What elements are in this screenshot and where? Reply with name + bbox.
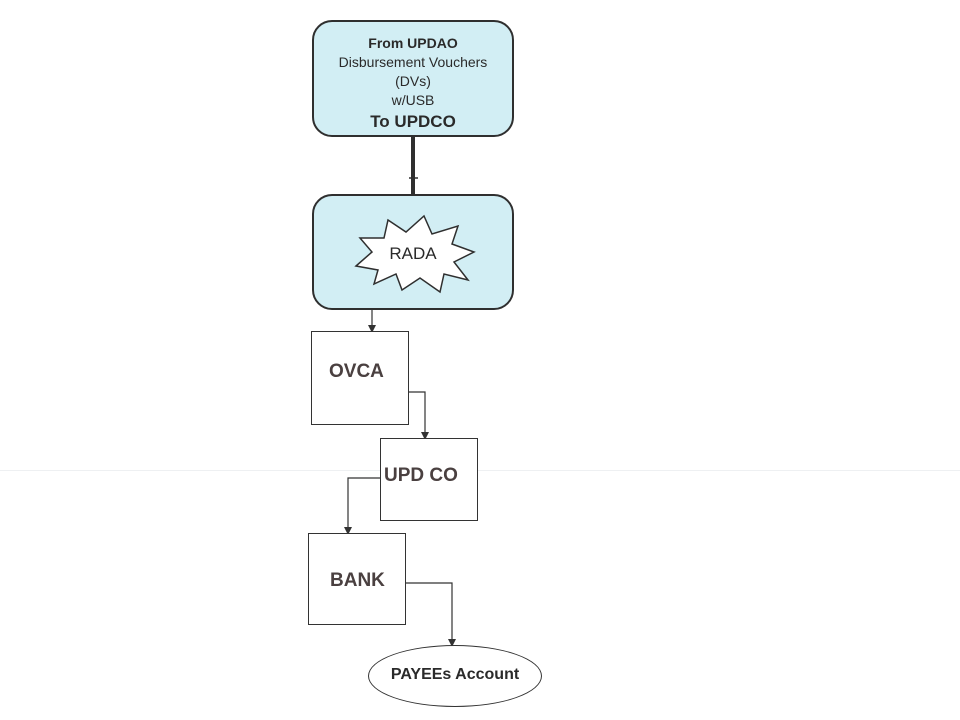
arrow-updco-bank xyxy=(344,477,380,535)
payee-account-label: PAYEEs Account xyxy=(390,666,520,683)
source-line-3: (DVs) xyxy=(395,73,431,89)
background-rule xyxy=(0,470,960,471)
source-line-2: Disbursement Vouchers xyxy=(338,54,488,70)
ovca-box: OVCA xyxy=(311,331,409,425)
rada-label: RADA xyxy=(389,244,437,263)
source-line-5: To UPDCO xyxy=(370,112,456,131)
arrow-ovca-updco xyxy=(409,391,429,440)
source-line-1: From UPDAO xyxy=(368,35,458,51)
updco-box: UPD CO xyxy=(380,438,478,521)
rada-box: RADA xyxy=(312,194,514,310)
source-line-4: w/USB xyxy=(391,92,435,108)
bank-label: BANK xyxy=(330,570,385,591)
arrow-bank-payee xyxy=(406,582,456,647)
ovca-label: OVCA xyxy=(329,361,384,382)
starburst-icon xyxy=(354,214,476,294)
source-box: From UPDAO Disbursement Vouchers (DVs) w… xyxy=(312,20,514,137)
payee-account-ellipse: PAYEEs Account xyxy=(368,645,542,707)
bank-box: BANK xyxy=(308,533,406,625)
updco-label: UPD CO xyxy=(384,465,458,486)
